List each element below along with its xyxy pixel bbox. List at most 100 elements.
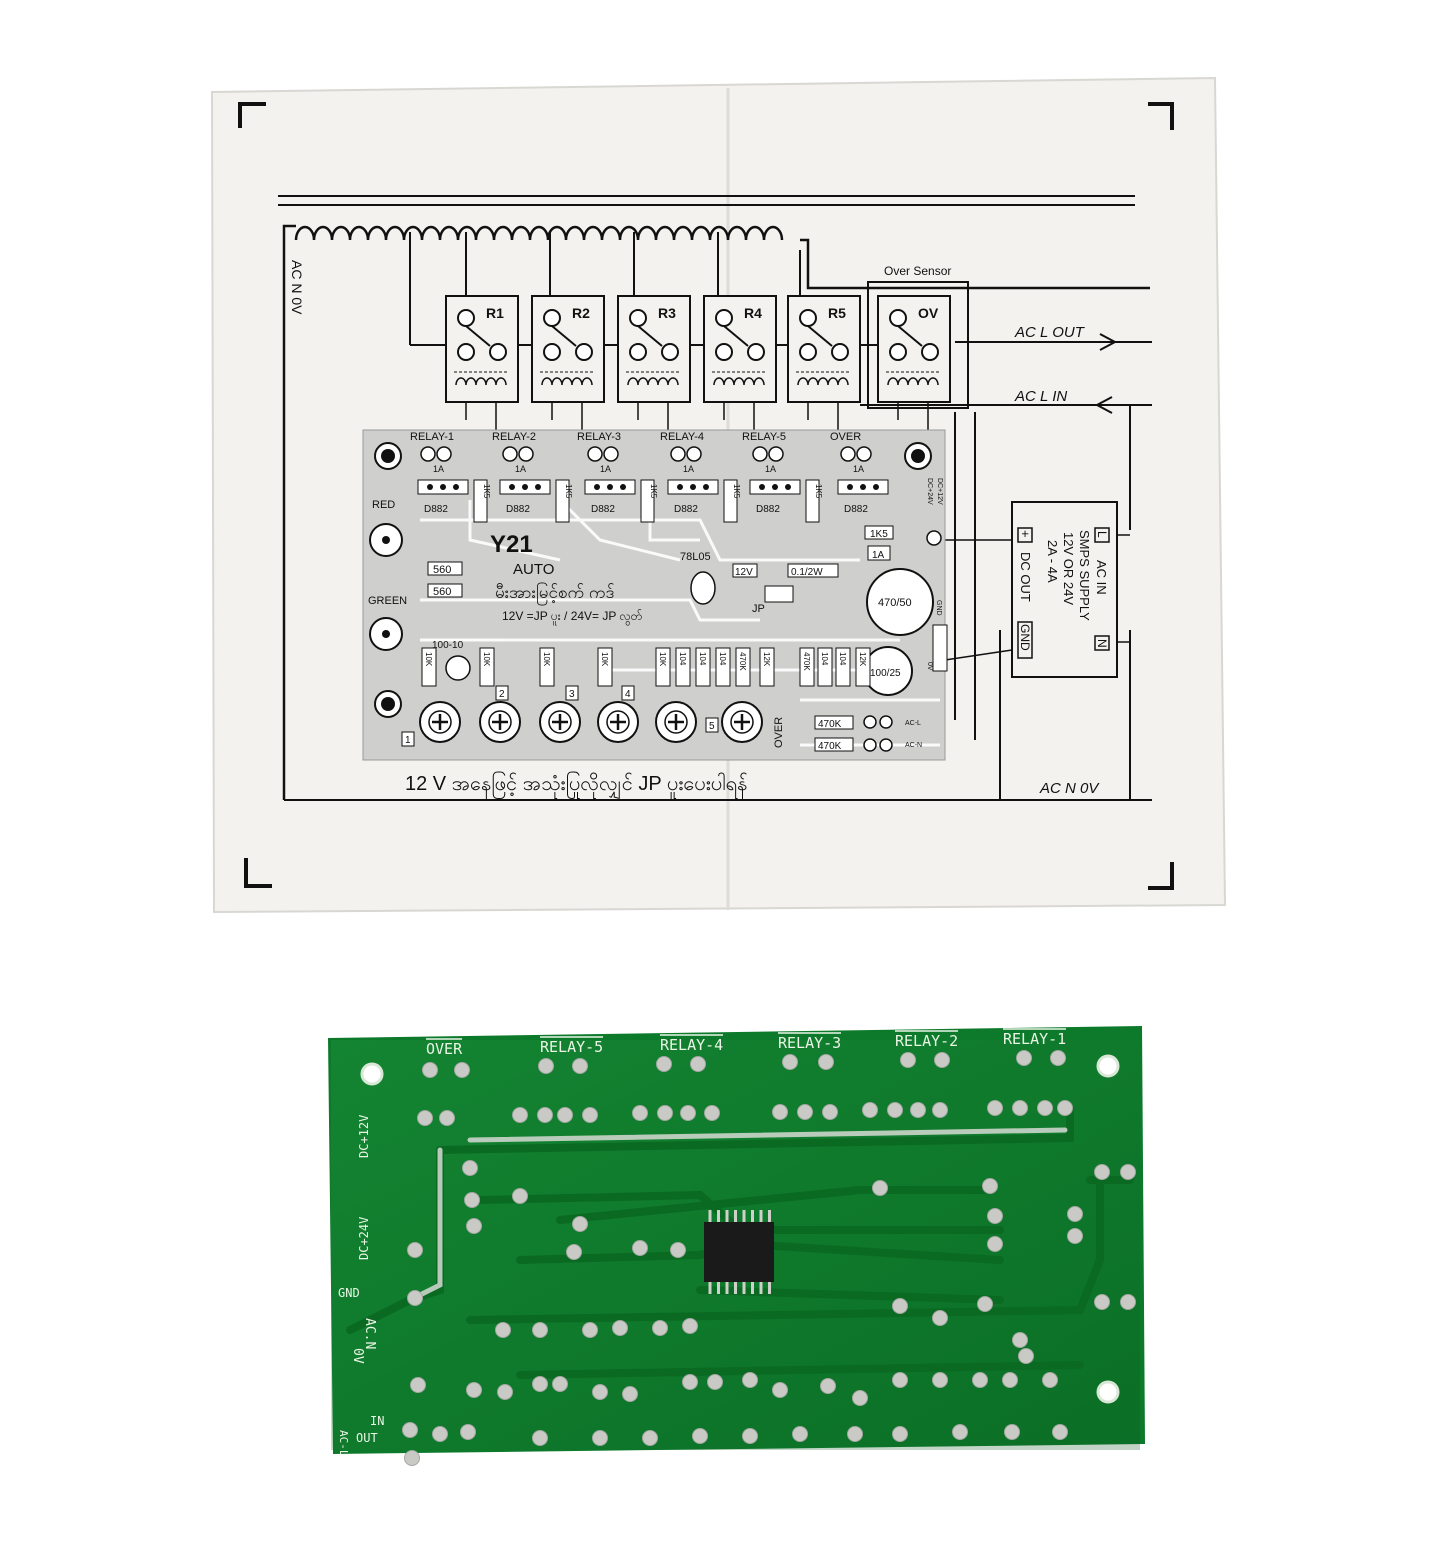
svg-text:RELAY-3: RELAY-3 [577,431,621,443]
solder-pad [862,1102,878,1118]
relay-block-r4: R4 [703,295,777,430]
solder-pad [772,1104,788,1120]
pcb-vertical-part: 104 [715,647,731,687]
solder-pad [462,1160,478,1176]
res-0-1-2w: 0.1/2W [787,563,839,578]
solder-pad [572,1058,588,1074]
solder-pad [532,1376,548,1392]
svg-text:2: 2 [499,689,505,700]
pcb-vertical-part: 470K [735,647,751,687]
solder-pad [582,1322,598,1338]
mode-label: AUTO [513,561,554,578]
solder-pad [466,1218,482,1234]
svg-text:RELAY-4: RELAY-4 [660,431,704,443]
solder-pad [552,1376,568,1392]
svg-text:1K5: 1K5 [814,484,823,499]
solder-pad [466,1382,482,1398]
dc-12v-label: DC+12V [936,478,943,505]
solder-pad [592,1384,608,1400]
solder-pad [495,1322,511,1338]
solder-pad [887,1102,903,1118]
cap-470-50: 470/50 [878,597,912,609]
svg-text:1A: 1A [600,464,611,474]
transformer-coil [282,224,1150,800]
pcb-vertical-part: 10K [421,647,437,687]
solder-pad [797,1104,813,1120]
svg-text:104: 104 [678,652,687,666]
solder-pad [612,1320,628,1336]
solder-pad [532,1430,548,1446]
solder-pad [1094,1294,1110,1310]
solder-pad [1042,1372,1058,1388]
solder-pad [987,1208,1003,1224]
svg-text:RELAY-5: RELAY-5 [742,431,786,443]
solder-pad [934,1052,950,1068]
svg-text:1K5: 1K5 [564,484,573,499]
solder-pad [742,1428,758,1444]
svg-text:470K: 470K [818,741,842,752]
pcb-ac-l: AC-L [337,1430,350,1457]
svg-text:3: 3 [569,689,575,700]
solder-pad [987,1100,1003,1116]
svg-text:1A: 1A [853,464,864,474]
svg-text:1K5: 1K5 [732,484,741,499]
solder-pad [692,1428,708,1444]
solder-pad [977,1296,993,1312]
svg-text:10K: 10K [482,652,491,667]
solder-pad [642,1430,658,1446]
solder-pad [820,1378,836,1394]
pcb-out-visible: OUT [356,1431,378,1445]
relay-block-r3: R3 [617,295,691,430]
svg-text:JP: JP [752,603,765,615]
relay-label: OV [918,305,939,321]
svg-text:OVER: OVER [830,431,861,443]
svg-text:D882: D882 [591,504,615,515]
smps-supply-box: L AC IN SMPS SUPPLY 12V OR 24V 2A - 4A +… [1011,501,1118,678]
solder-pad [872,1180,888,1196]
smps-volts: 12V OR 24V [1061,532,1076,605]
svg-text:1A: 1A [433,464,444,474]
relay-label: R3 [658,305,676,321]
solder-pad [1067,1228,1083,1244]
svg-text:D882: D882 [756,504,780,515]
smps-ac-in: AC IN [1094,560,1109,595]
solder-pad [582,1107,598,1123]
solder-pad [847,1426,863,1442]
pcb-in: IN [370,1414,384,1428]
res-470k-b: 470K [814,737,854,752]
svg-text:D882: D882 [674,504,698,515]
pcb-vertical-part: 104 [817,647,833,687]
pcb-vertical-part: 10K [539,647,555,687]
solder-pad [987,1236,1003,1252]
solder-pad [1120,1294,1136,1310]
ac-n-0v-left: AC N 0V [289,260,305,315]
solder-pad [782,1054,798,1070]
smps-amps: 2A - 4A [1045,540,1060,583]
res-470k-a: 470K [814,715,854,730]
jp-note: 12V =JP ပူး / 24V= JP လွတ် [502,608,642,626]
svg-text:104: 104 [698,652,707,666]
relay-label: R4 [744,305,762,321]
solder-pad [682,1374,698,1390]
solder-pad [772,1382,788,1398]
pcb-label-relay-3: RELAY-3 [778,1034,841,1052]
solder-pad [704,1105,720,1121]
solder-pad [537,1107,553,1123]
solder-pad [1052,1424,1068,1440]
solder-pad [1018,1348,1034,1364]
pcb-substrate [328,1026,1145,1454]
pcb-label-relay-5: RELAY-5 [540,1038,603,1056]
solder-pad [690,1056,706,1072]
solder-pad [512,1107,528,1123]
solder-pad [632,1240,648,1256]
pcb-trimpot-5: 5 [655,701,719,743]
svg-text:560: 560 [433,586,451,598]
res-1k5-right: 1K5 [864,525,894,540]
solder-pad [460,1424,476,1440]
myanmar-title: မီးအားမြင့်စက် ကဒ် [495,581,614,606]
svg-text:0.1/2W: 0.1/2W [791,567,823,578]
over-sensor-label: Over Sensor [884,264,951,278]
